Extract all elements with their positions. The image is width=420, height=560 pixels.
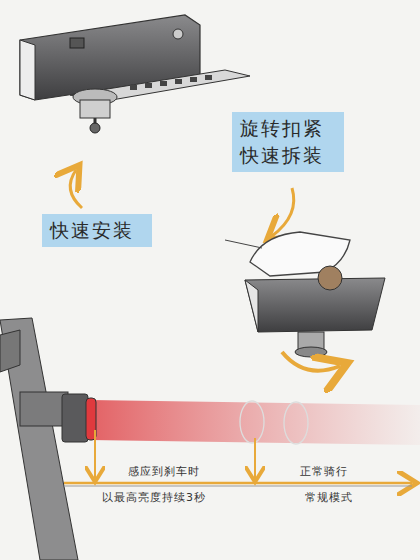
timeline: [64, 430, 412, 486]
timeline-note: 感应到刹车时: [128, 464, 200, 479]
headlight-sketch: [20, 15, 250, 133]
hand-mount-sketch: [225, 232, 385, 371]
orange-arrow: [272, 188, 294, 236]
highlight-band: 快速安装: [42, 214, 152, 247]
band-text: 旋转扣紧 快速拆装: [240, 115, 336, 169]
orange-arrow: [70, 170, 82, 208]
timeline-note: 常规模式: [305, 490, 353, 505]
highlight-band: 旋转扣紧 快速拆装: [232, 112, 344, 172]
timeline-note: 正常骑行: [300, 464, 348, 479]
taillight-sketch: [0, 318, 420, 560]
band-text: 快速安装: [50, 217, 144, 244]
timeline-note: 以最高亮度持续3秒: [102, 490, 206, 505]
